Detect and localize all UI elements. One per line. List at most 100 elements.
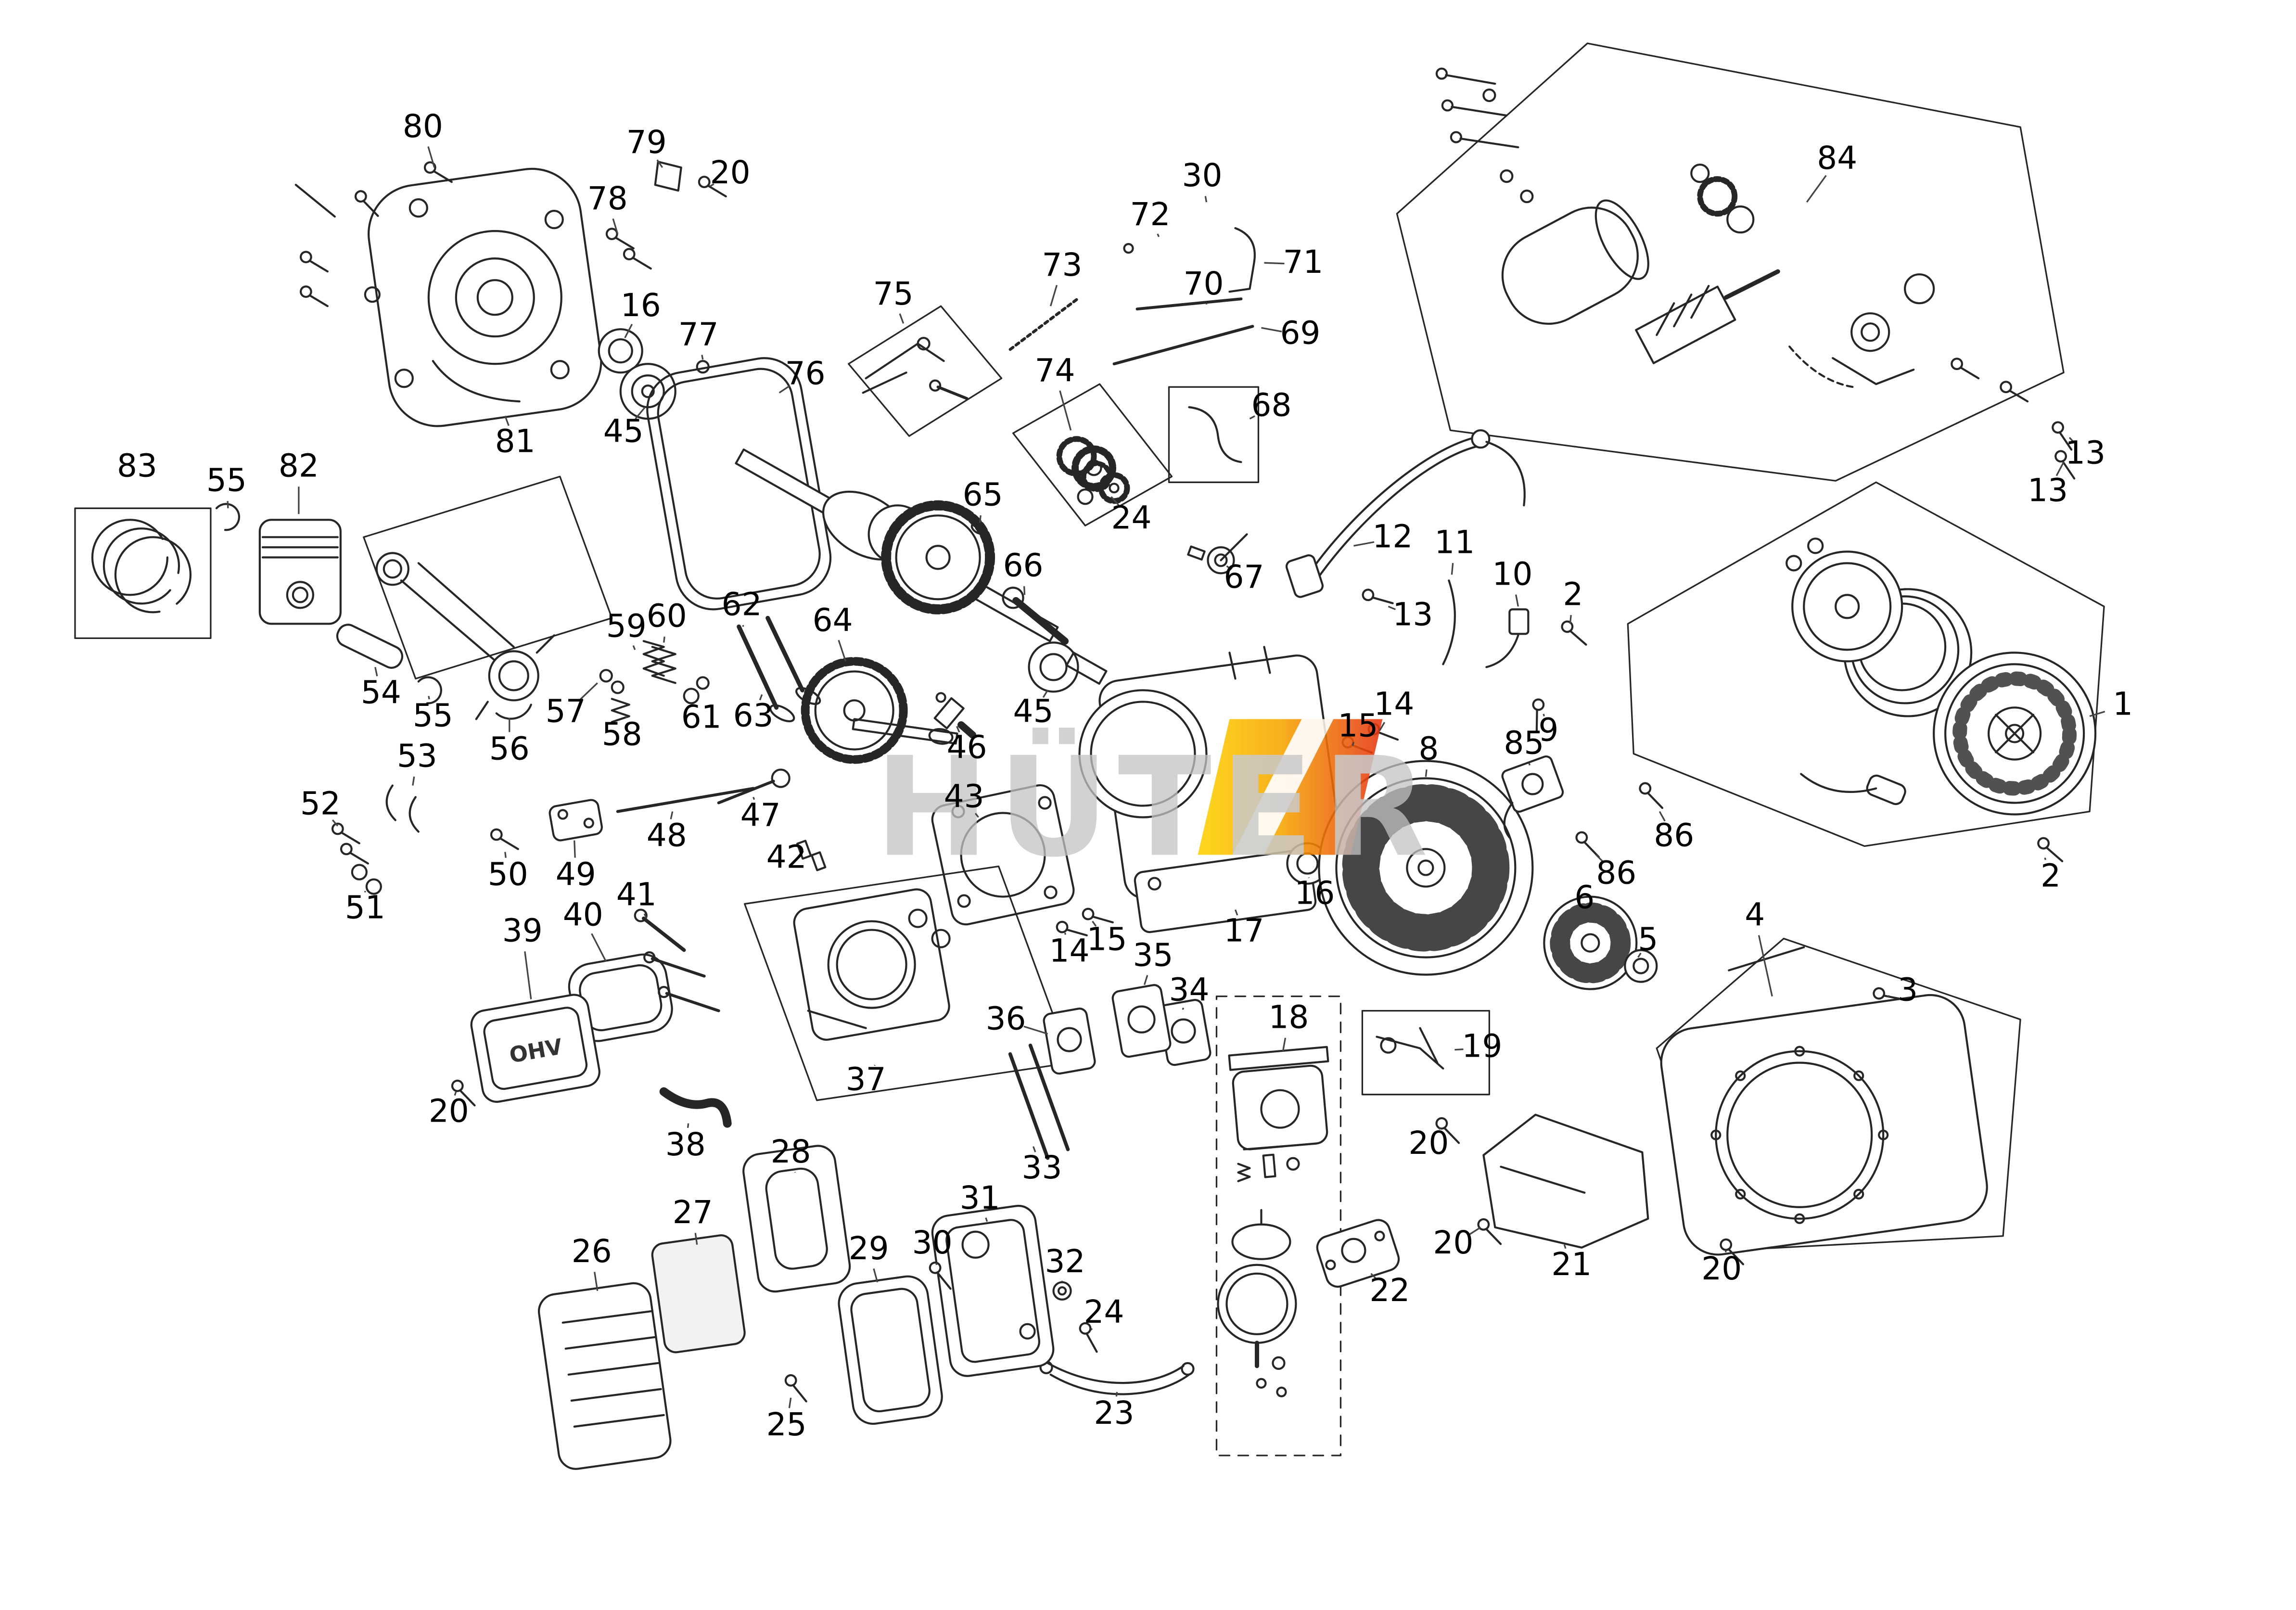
part-callout-63: 63 bbox=[733, 697, 774, 734]
part-callout-24: 24 bbox=[1111, 499, 1152, 536]
callout-leader-40 bbox=[591, 933, 607, 962]
part-callout-24: 24 bbox=[1084, 1293, 1124, 1330]
callout-leader-30 bbox=[935, 1263, 938, 1265]
part-callout-52: 52 bbox=[300, 785, 341, 822]
crankcase-cover-81 bbox=[294, 167, 602, 427]
callout-leader-64 bbox=[838, 639, 847, 662]
part-callout-23: 23 bbox=[1094, 1394, 1135, 1431]
callout-leader-15 bbox=[1352, 741, 1354, 746]
callout-leader-4 bbox=[1758, 935, 1773, 997]
valve-cover-39: OHV bbox=[470, 994, 600, 1103]
part-callout-30: 30 bbox=[1182, 157, 1222, 194]
part-callout-14: 14 bbox=[1049, 933, 1090, 970]
callout-leader-84 bbox=[1806, 175, 1827, 203]
part-callout-60: 60 bbox=[647, 597, 687, 634]
part-callout-20: 20 bbox=[1408, 1124, 1449, 1162]
part-callout-2: 2 bbox=[1563, 575, 1583, 613]
ignition-coil-85 bbox=[1501, 755, 1564, 839]
part-callout-39: 39 bbox=[502, 912, 543, 949]
callout-leader-27 bbox=[694, 1233, 698, 1245]
governor-gear-66 bbox=[1002, 587, 1069, 645]
callout-leader-30 bbox=[1204, 196, 1208, 203]
part-callout-32: 32 bbox=[1045, 1243, 1085, 1280]
part-callout-79: 79 bbox=[626, 124, 667, 161]
part-callout-36: 36 bbox=[986, 1000, 1026, 1037]
push-rods-33 bbox=[1008, 1043, 1070, 1160]
watermark-text: HÜTER bbox=[875, 726, 1437, 887]
part-callout-42: 42 bbox=[766, 839, 807, 876]
part-callout-18: 18 bbox=[1268, 999, 1309, 1036]
part-callout-13: 13 bbox=[1392, 596, 1433, 633]
callout-leader-13 bbox=[1388, 605, 1396, 611]
callout-leader-14 bbox=[1064, 933, 1066, 935]
callout-leader-14 bbox=[1378, 722, 1386, 731]
part-callout-20: 20 bbox=[1433, 1224, 1473, 1261]
callout-leader-1 bbox=[2089, 711, 2105, 717]
callout-leader-65 bbox=[979, 515, 982, 523]
callout-leader-5 bbox=[1637, 952, 1642, 958]
callout-leader-47 bbox=[753, 796, 755, 800]
part-callout-55: 55 bbox=[206, 461, 247, 498]
head-gasket-43 bbox=[931, 784, 1075, 926]
callout-leader-17 bbox=[1234, 909, 1238, 916]
part-callout-26: 26 bbox=[572, 1233, 612, 1270]
callout-leader-57 bbox=[578, 682, 598, 701]
part-callout-78: 78 bbox=[587, 180, 628, 217]
carburetor-18 bbox=[1217, 1046, 1329, 1397]
callout-leader-73 bbox=[1049, 285, 1058, 307]
part-callout-10: 10 bbox=[1492, 555, 1532, 592]
callout-leader-26 bbox=[594, 1272, 599, 1291]
part-callout-29: 29 bbox=[849, 1230, 889, 1267]
part-callout-20: 20 bbox=[429, 1093, 469, 1130]
heat-shield-21 bbox=[1482, 1113, 1649, 1249]
ignition-wiring-12 bbox=[1285, 429, 1530, 668]
part-callout-56: 56 bbox=[489, 730, 530, 767]
part-callout-20: 20 bbox=[710, 154, 751, 191]
part-callout-85: 85 bbox=[1504, 725, 1544, 762]
part-callout-86: 86 bbox=[1654, 817, 1694, 854]
callout-leader-2 bbox=[1569, 614, 1572, 624]
callout-leader-18 bbox=[1282, 1037, 1287, 1051]
callout-leader-74 bbox=[1059, 390, 1072, 431]
part-callout-11: 11 bbox=[1434, 524, 1475, 561]
callout-leader-13 bbox=[2068, 437, 2073, 442]
part-callout-76: 76 bbox=[785, 355, 826, 392]
callout-leader-86 bbox=[1658, 811, 1666, 822]
part-callout-70: 70 bbox=[1183, 265, 1224, 302]
part-callout-14: 14 bbox=[1374, 685, 1414, 722]
callout-leader-24 bbox=[1090, 1328, 1093, 1330]
part-callout-46: 46 bbox=[947, 729, 987, 766]
part-callout-33: 33 bbox=[1022, 1149, 1062, 1186]
callout-leader-6 bbox=[1587, 918, 1590, 921]
callout-leader-50 bbox=[504, 852, 507, 858]
part-callout-30: 30 bbox=[912, 1224, 953, 1261]
assembly-boundaries bbox=[74, 42, 2105, 1457]
callout-leader-80 bbox=[427, 146, 435, 168]
flywheel-8 bbox=[1318, 760, 1534, 976]
callout-leader-86 bbox=[1595, 854, 1604, 863]
breather-tube-38 bbox=[659, 1087, 732, 1128]
part-callout-12: 12 bbox=[1372, 518, 1413, 555]
callout-leader-49 bbox=[574, 840, 576, 858]
callout-leader-79 bbox=[656, 159, 663, 168]
part-callout-73: 73 bbox=[1042, 246, 1083, 283]
callout-leader-48 bbox=[670, 811, 674, 819]
huter-watermark: HÜTER bbox=[875, 719, 1437, 888]
part-callout-5: 5 bbox=[1638, 921, 1658, 958]
piston-82 bbox=[258, 519, 342, 625]
muffler-bracket-23 bbox=[1039, 1360, 1195, 1395]
piston-pin-54 bbox=[336, 624, 404, 669]
part-callout-15: 15 bbox=[1338, 707, 1378, 744]
callout-leader-42 bbox=[802, 850, 804, 853]
part-callout-22: 22 bbox=[1369, 1272, 1410, 1309]
part-callout-67: 67 bbox=[1224, 558, 1264, 595]
part-callout-17: 17 bbox=[1224, 912, 1264, 949]
part-callout-41: 41 bbox=[616, 876, 657, 913]
callout-leader-85 bbox=[1528, 763, 1531, 766]
callout-leader-31 bbox=[985, 1217, 988, 1222]
piston-rings-83 bbox=[91, 519, 192, 613]
part-callout-53: 53 bbox=[397, 738, 437, 775]
part-callout-6: 6 bbox=[1574, 879, 1594, 916]
part-callout-74: 74 bbox=[1035, 352, 1075, 389]
